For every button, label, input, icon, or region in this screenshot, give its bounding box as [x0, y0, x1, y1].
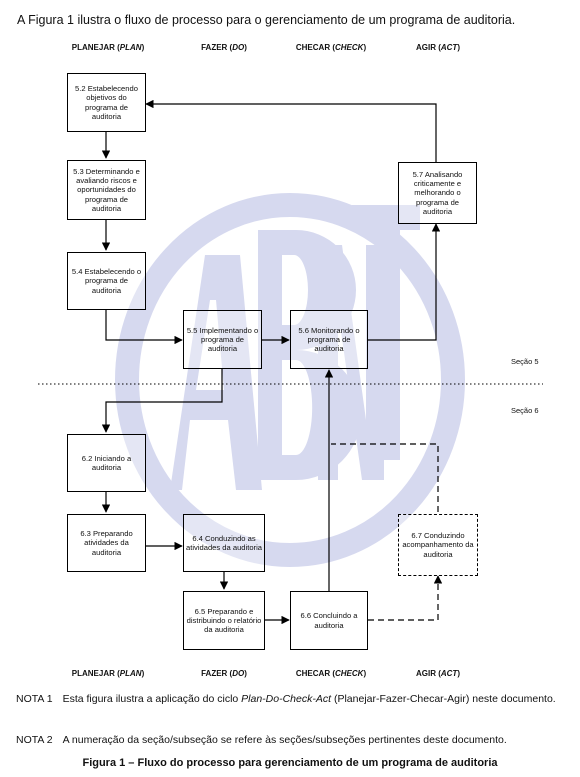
box-5-5: 5.5 Implementando o programa de auditori…	[183, 310, 262, 369]
column-header-plan: PLANEJAR (PLAN)	[71, 43, 145, 52]
section-5-label: Seção 5	[511, 357, 539, 366]
section-6-label: Seção 6	[511, 406, 539, 415]
column-footer-act: AGIR (ACT)	[415, 669, 460, 678]
box-6-2: 6.2 Iniciando a auditoria	[67, 434, 146, 492]
column-header-act: AGIR (ACT)	[415, 43, 460, 52]
figure-caption: Figura 1 – Fluxo do processo para gerenc…	[82, 757, 498, 769]
box-5-6: 5.6 Monitorando o programa de auditoria	[290, 310, 368, 369]
box-6-6: 6.6 Concluindo a auditoria	[290, 591, 368, 650]
box-6-5: 6.5 Preparando e distribuindo o relatóri…	[183, 591, 265, 650]
box-6-3: 6.3 Preparando atividades da auditoria	[67, 514, 146, 572]
box-5-2: 5.2 Estabelecendo objetivos do programa …	[67, 73, 146, 132]
arrow-55-62	[101, 369, 223, 433]
box-6-7: 6.7 Conduzindo acompanhamento da auditor…	[398, 514, 478, 576]
column-footer-plan: PLANEJAR (PLAN)	[71, 669, 145, 678]
column-footer-do: FAZER (DO)	[201, 669, 247, 678]
intro-text: A Figura 1 ilustra o fluxo de processo p…	[17, 13, 516, 27]
arrow-57-52	[145, 99, 437, 162]
box-6-4: 6.4 Conduzindo as atividades da auditori…	[183, 514, 265, 572]
box-5-4: 5.4 Estabelecendo o programa de auditori…	[67, 252, 146, 310]
box-5-3: 5.3 Determinando e avaliando riscos e op…	[67, 160, 146, 220]
box-5-7: 5.7 Analisando criticamente e melhorando…	[398, 162, 477, 224]
column-header-do: FAZER (DO)	[201, 43, 247, 52]
column-footer-check: CHECAR (CHECK)	[295, 669, 367, 678]
nota-2-label: NOTA 2	[16, 734, 53, 746]
column-header-check: CHECAR (CHECK)	[295, 43, 367, 52]
arrow-54-55	[105, 310, 183, 345]
arrow-66-67-dashed	[368, 575, 443, 621]
arrow-56-57	[368, 223, 441, 341]
nota-1-label: NOTA 1	[16, 693, 53, 705]
arrow-67-56-dashed	[331, 443, 439, 512]
